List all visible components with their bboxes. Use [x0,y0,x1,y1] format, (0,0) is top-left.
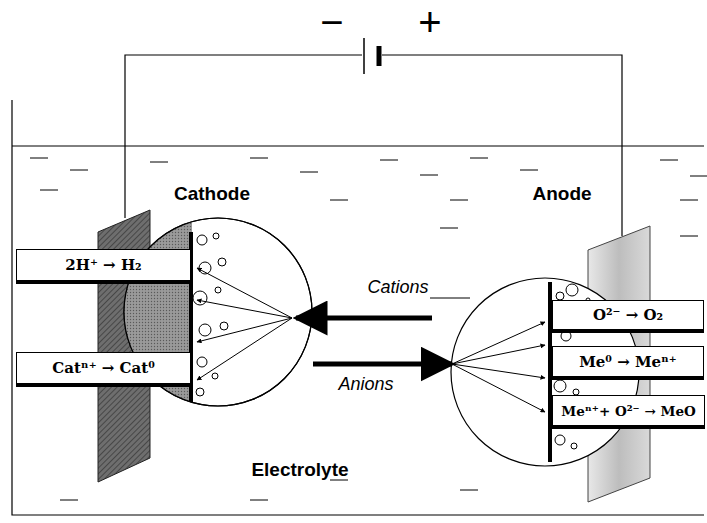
medium-name: Electrolyte [251,459,348,481]
gas-bubble [218,258,226,266]
gas-bubble [213,233,219,239]
electrolyte-dash [300,172,318,173]
electrolyte-dash [520,170,538,171]
reaction-box: Catⁿ⁺ → Cat⁰ [16,352,191,387]
electrolyte-dash [420,175,438,176]
gas-bubble [199,324,211,336]
gas-bubble [197,235,207,245]
reaction-box: O²⁻ → O₂ [552,300,704,333]
electrolyte-dash [460,490,478,491]
wire [125,55,362,218]
gas-bubble [197,357,207,367]
reaction-box: Meⁿ⁺+ O²⁻ → MeO [552,395,705,429]
gas-bubble [571,443,577,449]
gas-bubble [556,292,564,300]
polarity-sign: + [418,0,441,45]
reaction-box: Me⁰ → Meⁿ⁺ [552,346,704,380]
battery-plate [377,46,382,66]
anion-arrow [313,362,452,367]
electrolyte-dash [30,158,48,159]
electrolyte-surface [12,146,704,147]
electrolyte-dash [440,228,458,229]
electrolyte-dash [250,158,268,159]
tank-wall [12,100,704,515]
reaction-text: O²⁻ → O₂ [593,306,663,324]
gas-bubble [555,435,565,445]
cation-arrow [296,316,432,321]
gas-bubble [193,291,207,305]
reaction-text: Catⁿ⁺ → Cat⁰ [52,359,154,377]
reaction-text: Me⁰ → Meⁿ⁺ [579,353,677,371]
ion-name: Cations [367,277,428,298]
ion-name: Anions [338,374,393,395]
electrolyte-dash [60,500,78,501]
wire [382,55,622,236]
ion-path [452,364,545,412]
ion-paths [197,268,545,412]
electrolyte-dash [250,500,268,501]
ion-path [197,318,292,380]
ion-path [452,345,545,364]
ion-path [452,322,545,364]
electrode-name: Cathode [174,183,250,205]
gas-bubble [215,287,221,293]
battery-plate [363,38,365,74]
leader-line [430,298,470,299]
electrolyte-dash [380,160,398,161]
ion-path [197,300,292,318]
ion-path [197,318,292,342]
gas-bubble [554,380,566,392]
electrolyte-dash [680,236,698,237]
electrolyte-dash [150,162,168,163]
reaction-text: 2H⁺ → H₂ [65,256,141,274]
electrolyte-dash [450,200,468,201]
gas-bubble [566,284,578,296]
polarity-sign: − [320,0,343,45]
electrolyte-dash [470,158,488,159]
electrolyte-dash [660,160,678,161]
electrolyte-dash [680,200,698,201]
ion-path [197,268,292,318]
gas-bubble [220,322,228,330]
electrolyte-dash [330,200,348,201]
electrode-name: Anode [532,183,591,205]
gas-bubble [212,373,218,379]
gas-bubbles [193,233,590,449]
electrolyte-dash [690,176,707,177]
reaction-box: 2H⁺ → H₂ [16,249,191,284]
electrolyte-dash [40,190,58,191]
reaction-text: Meⁿ⁺+ O²⁻ → MeO [561,403,695,419]
gas-bubble [196,388,204,396]
cathode-surface [100,210,192,420]
electrolyte-dash [70,170,88,171]
